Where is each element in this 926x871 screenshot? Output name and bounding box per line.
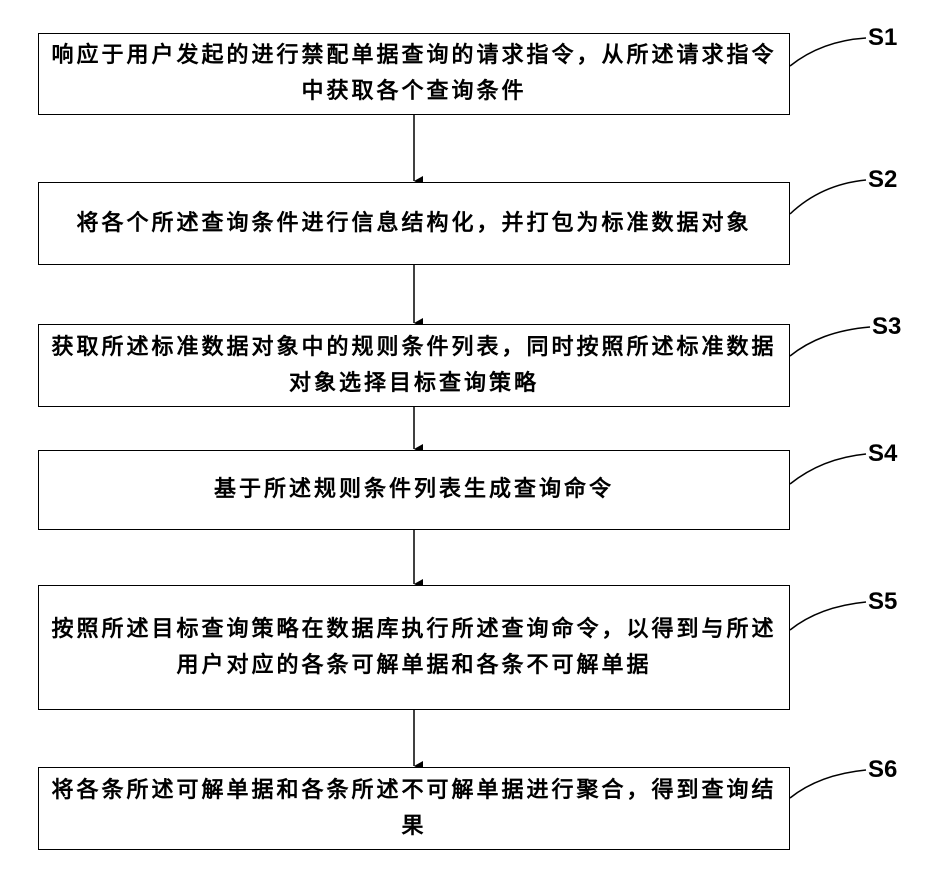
step-box-s1: 响应于用户发起的进行禁配单据查询的请求指令，从所述请求指令中获取各个查询条件 xyxy=(38,33,790,115)
step-label-s4: S4 xyxy=(868,440,897,468)
step-label-s2: S2 xyxy=(868,166,897,194)
step-label-s1: S1 xyxy=(868,24,897,52)
step-text-s4: 基于所述规则条件列表生成查询命令 xyxy=(44,472,784,508)
step-label-s6: S6 xyxy=(868,756,897,784)
step-text-s5: 按照所述目标查询策略在数据库执行所述查询命令，以得到与所述用户对应的各条可解单据… xyxy=(44,612,784,684)
step-label-s3: S3 xyxy=(872,313,901,341)
step-box-s5: 按照所述目标查询策略在数据库执行所述查询命令，以得到与所述用户对应的各条可解单据… xyxy=(38,585,790,710)
step-box-s4: 基于所述规则条件列表生成查询命令 xyxy=(38,450,790,530)
leader-s3 xyxy=(790,327,870,356)
step-box-s2: 将各个所述查询条件进行信息结构化，并打包为标准数据对象 xyxy=(38,182,790,265)
leader-s2 xyxy=(790,180,866,214)
step-label-s5: S5 xyxy=(868,588,897,616)
leader-s4 xyxy=(790,454,866,484)
step-text-s2: 将各个所述查询条件进行信息结构化，并打包为标准数据对象 xyxy=(44,206,784,242)
step-text-s6: 将各条所述可解单据和各条所述不可解单据进行聚合，得到查询结果 xyxy=(44,773,784,845)
step-text-s1: 响应于用户发起的进行禁配单据查询的请求指令，从所述请求指令中获取各个查询条件 xyxy=(44,38,784,110)
leader-s1 xyxy=(790,38,866,66)
step-box-s3: 获取所述标准数据对象中的规则条件列表，同时按照所述标准数据对象选择目标查询策略 xyxy=(38,324,790,407)
leader-s6 xyxy=(790,770,866,798)
step-box-s6: 将各条所述可解单据和各条所述不可解单据进行聚合，得到查询结果 xyxy=(38,767,790,850)
leader-s5 xyxy=(790,602,866,630)
step-text-s3: 获取所述标准数据对象中的规则条件列表，同时按照所述标准数据对象选择目标查询策略 xyxy=(44,330,784,402)
